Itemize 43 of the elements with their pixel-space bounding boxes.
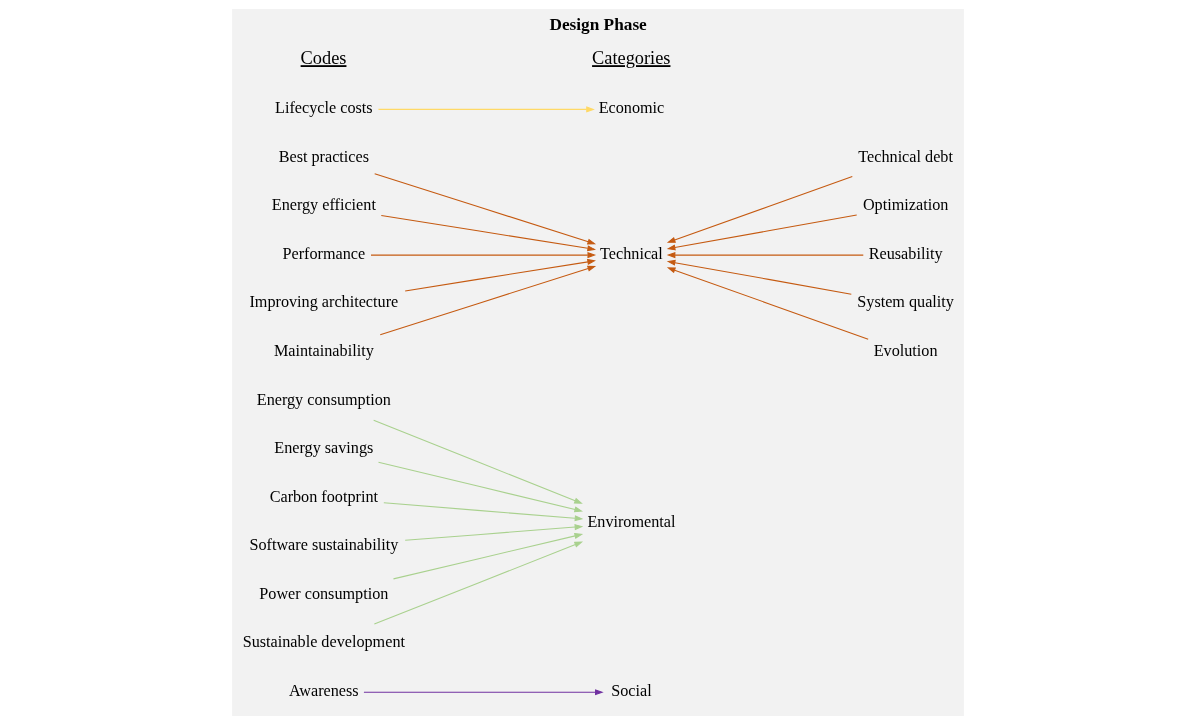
node-text: Awareness: [288, 681, 359, 700]
arrow: [369, 251, 596, 258]
arrow: [666, 214, 857, 250]
node-text: Technical: [599, 244, 663, 263]
arrow: [666, 175, 853, 243]
node-text: Maintainability: [273, 341, 374, 360]
arrow: [666, 259, 852, 295]
arrow: [377, 105, 595, 112]
node-text: Social: [610, 681, 652, 700]
arrow: [373, 172, 596, 244]
node-text: Power consumption: [258, 584, 388, 603]
node-text: Energy efficient: [271, 195, 376, 214]
node-text: Reusability: [868, 244, 942, 263]
arrow: [372, 419, 583, 504]
node-text: Carbon footprint: [269, 487, 378, 506]
arrow: [404, 523, 583, 541]
node-text: Best practices: [278, 147, 369, 166]
arrow: [373, 541, 583, 625]
node-text: Technical debt: [857, 147, 953, 166]
diagram-title: Design Phase: [548, 14, 647, 34]
node-text: Energy savings: [273, 438, 373, 457]
node-text: Economic: [598, 98, 664, 117]
arrow: [392, 532, 583, 579]
arrow: [404, 258, 596, 291]
arrow: [379, 265, 596, 335]
arrow: [380, 214, 596, 251]
arrow: [666, 266, 869, 340]
node-text: Enviromental: [586, 512, 676, 531]
node-text: Improving architecture: [248, 292, 398, 311]
arrow: [666, 251, 864, 258]
node-text: Sustainable development: [242, 632, 405, 651]
node-text: Energy consumption: [256, 390, 391, 409]
arrow: [377, 461, 583, 512]
node-text: Optimization: [862, 195, 948, 214]
node-text: Software sustainability: [248, 535, 398, 554]
node-text: Lifecycle costs: [274, 98, 373, 117]
node-text: Performance: [281, 244, 365, 263]
node-text: System quality: [856, 292, 954, 311]
arrow: [362, 688, 604, 695]
label: Categories: [591, 47, 670, 68]
label: Codes: [300, 47, 346, 68]
arrow: [382, 501, 583, 521]
node-text: Evolution: [873, 341, 938, 360]
